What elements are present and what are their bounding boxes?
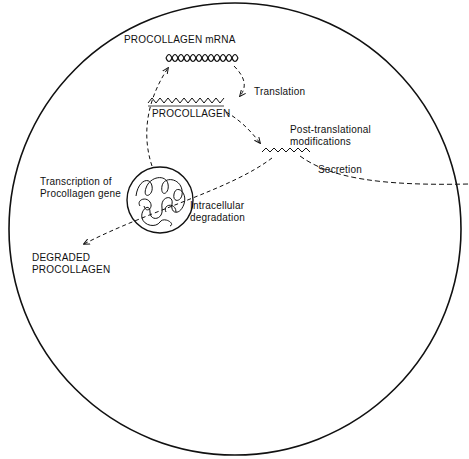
procollagen-chain xyxy=(148,98,224,103)
process-label: Translation xyxy=(254,86,344,98)
procollagen-chain xyxy=(148,106,224,107)
structure-label: PROCOLLAGEN mRNA xyxy=(124,34,264,46)
cell-outline xyxy=(9,3,461,455)
structure-label: DEGRADED PROCOLLAGEN xyxy=(32,252,122,276)
process-label: Secretion xyxy=(318,164,388,176)
structure-label: PROCOLLAGEN xyxy=(152,108,252,120)
process-label: Transcription of Procollagen gene xyxy=(40,176,128,200)
degradation-arrow xyxy=(84,158,272,244)
translation-arrow xyxy=(234,66,244,96)
process-label: Post-translational modifications xyxy=(290,124,400,148)
chromatin xyxy=(136,178,185,226)
mrna-strand xyxy=(166,55,238,62)
secretion-path xyxy=(300,156,469,184)
process-label: Intracellular degradation xyxy=(190,200,260,224)
nucleus xyxy=(127,167,193,233)
modified-chain xyxy=(262,148,310,152)
modification-arrow xyxy=(226,112,260,143)
mrna-strand xyxy=(166,55,238,62)
